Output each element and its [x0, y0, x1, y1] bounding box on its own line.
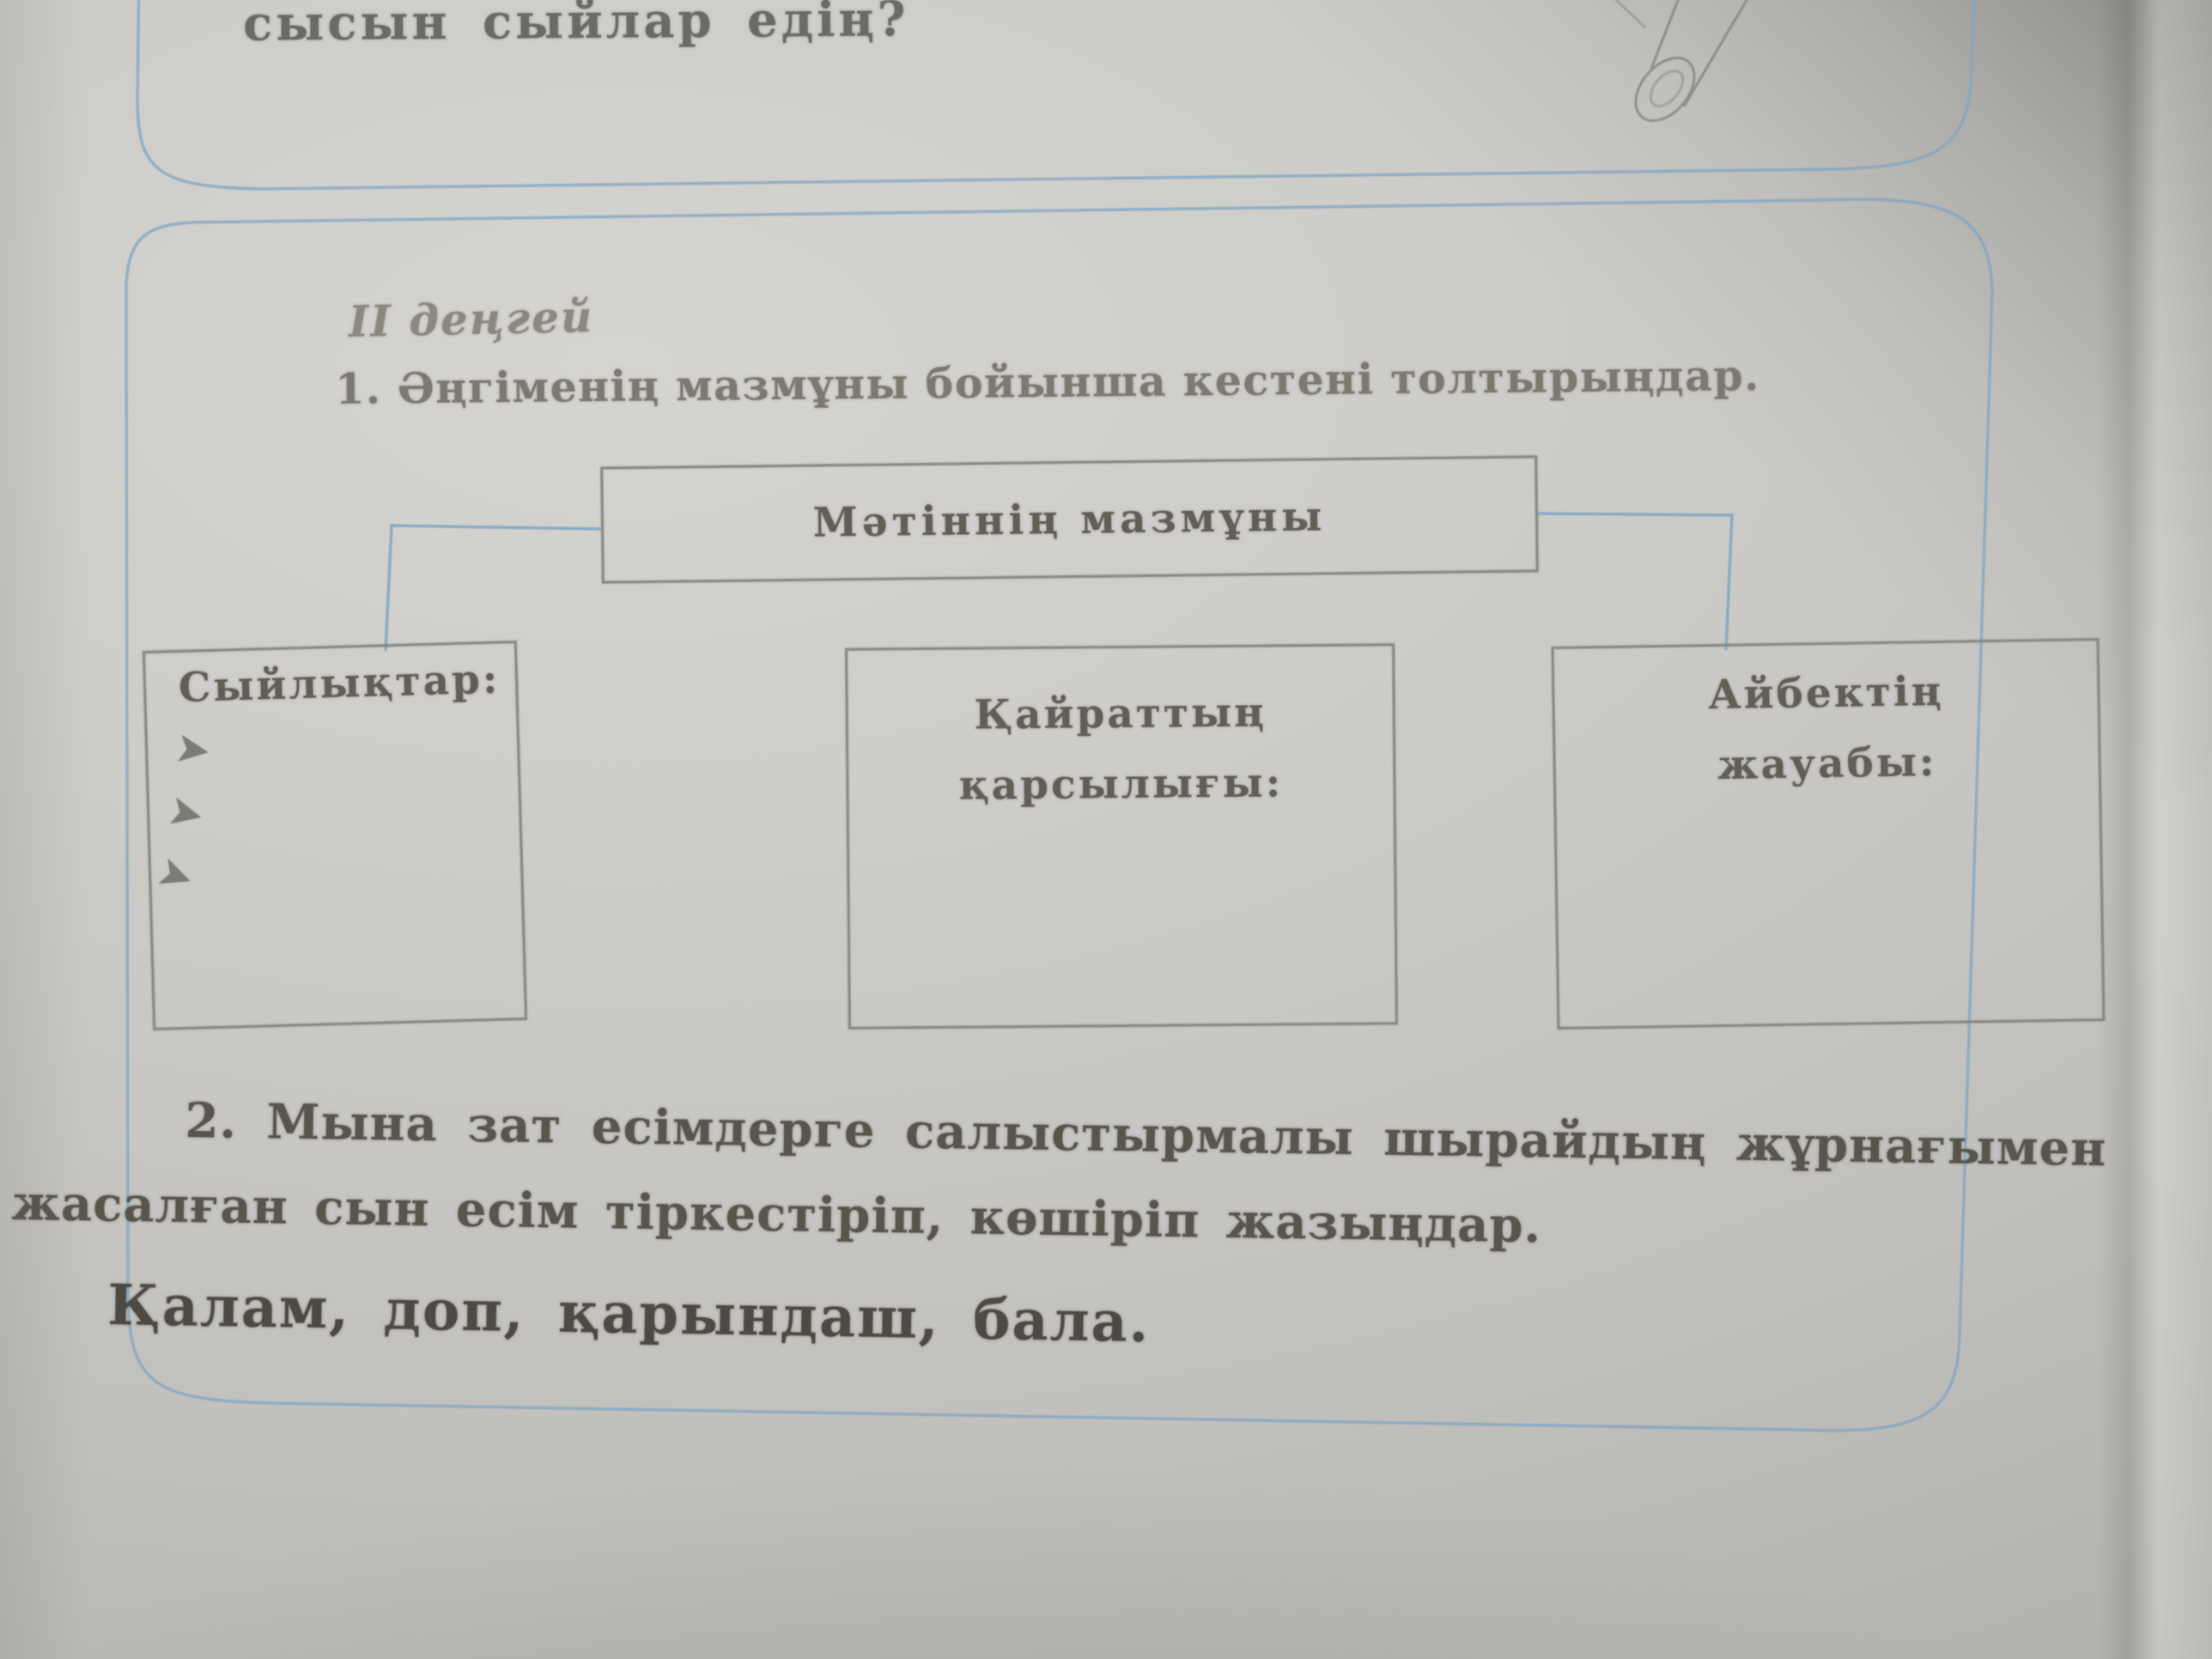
- previous-task-frame: [136, 0, 1976, 191]
- objection-box-label-line2: қарсылығы:: [958, 759, 1284, 810]
- answer-box-label-line2: жауабы:: [1717, 738, 1937, 790]
- diagram-answer-box: Айбектің жауабы:: [1551, 638, 2106, 1030]
- diagram-gifts-box: Сыйлықтар: ➤ ➤ ➤: [142, 640, 528, 1031]
- diagram-root-label: Мәтіннің мазмұны: [812, 492, 1327, 547]
- diagram-objection-box: Қайраттың қарсылығы:: [845, 643, 1398, 1030]
- connector-right: [1535, 512, 1734, 651]
- answer-box-label-line1: Айбектің: [1707, 667, 1944, 720]
- gifts-box-title: Сыйлықтар:: [178, 655, 501, 713]
- exercise-frame: [125, 198, 1994, 1432]
- level-heading: II деңгей: [348, 291, 594, 347]
- bullet-arrow-icon: ➤: [153, 848, 201, 902]
- bullet-arrow-icon: ➤: [165, 787, 210, 839]
- diagram-root-box: Мәтіннің мазмұны: [600, 455, 1539, 584]
- objection-box-label-line1: Қайраттың: [974, 689, 1267, 739]
- pen-illustration-icon: [1613, 0, 1749, 123]
- previous-task-text-fragment: сысын сыйлар едің?: [242, 0, 909, 52]
- connector-left: [384, 524, 602, 652]
- bullet-arrow-icon: ➤: [173, 725, 215, 775]
